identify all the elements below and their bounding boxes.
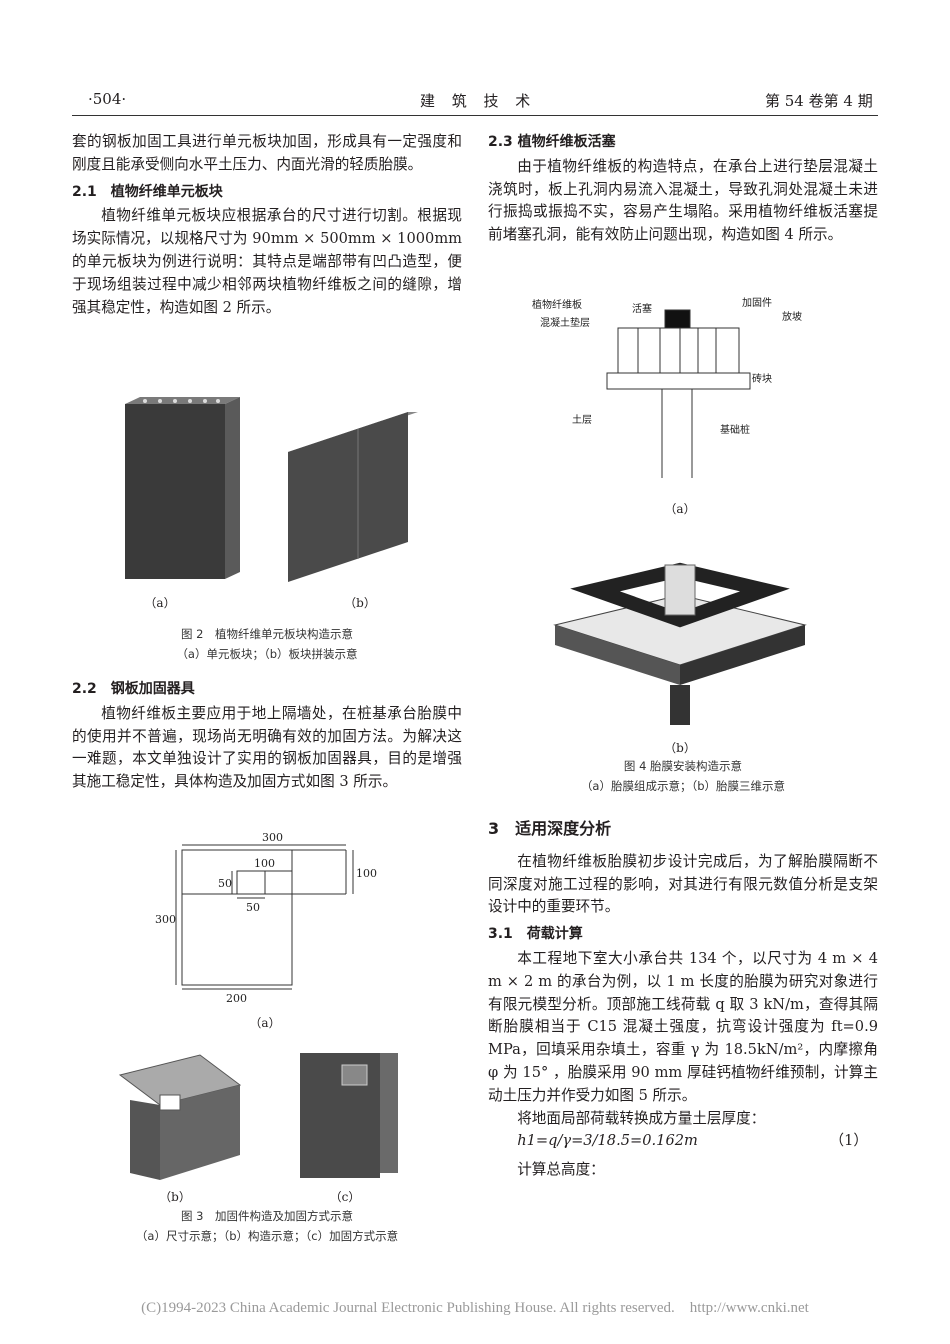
header-rule xyxy=(72,115,878,116)
section-2-2: 2.2 钢板加固器具 植物纤维板主要应用于地上隔墙处，在桩基承台胎膜中的使用并不… xyxy=(72,674,462,794)
section-2-2-text: 植物纤维板主要应用于地上隔墙处，在桩基承台胎膜中的使用并不普遍，现场尚无明确有效… xyxy=(72,704,462,791)
label-piston: 活塞 xyxy=(632,302,652,315)
section-3: 3 适用深度分析 在植物纤维板胎膜初步设计完成后，为了解胎膜隔断不同深度对施工过… xyxy=(488,818,878,1182)
left-column: 套的钢板加固工具进行单元板块加固，形成具有一定强度和刚度且能承受侧向水平土压力、… xyxy=(72,131,462,319)
equation-1: h1=q/γ=3/18.5=0.162m xyxy=(517,1132,698,1150)
figure-2-images xyxy=(125,397,418,582)
label-fixer: 加固件 xyxy=(742,297,772,309)
section-3-1-text-2: 将地面局部荷载转换成方量土层厚度： xyxy=(517,1109,766,1127)
dim-bottom: 200 xyxy=(226,992,247,1005)
fig2-subcaption: （a）单元板块；（b）板块拼装示意 xyxy=(176,647,358,661)
fig3-label-c: （c） xyxy=(329,1190,361,1204)
figure-3a-dimension-drawing: 300 300 200 100 100 50 50 xyxy=(155,831,377,1005)
dim-top: 300 xyxy=(262,831,283,844)
fig4-label-b: （b） xyxy=(664,741,696,755)
fig3-caption: 图 3 加固件构造及加固方式示意 xyxy=(181,1209,353,1223)
dim-inner-height: 50 xyxy=(218,877,232,890)
fixer-installation-image xyxy=(300,1053,398,1178)
section-2-3-heading: 2.3 植物纤维板活塞 xyxy=(488,134,616,150)
section-2-1-heading: 2.1 植物纤维单元板块 xyxy=(72,183,223,200)
figure-3bc-images xyxy=(118,1053,398,1180)
fig2-caption: 图 2 植物纤维单元板块构造示意 xyxy=(181,627,353,641)
section-2-3-text: 由于植物纤维板的构造特点，在承台上进行垫层混凝土浇筑时，板上孔洞内易流入混凝土，… xyxy=(488,157,878,244)
label-soil: 土层 xyxy=(572,413,592,426)
equation-number: （1） xyxy=(829,1132,868,1150)
section-2-2-heading: 2.2 钢板加固器具 xyxy=(72,681,195,697)
fig2-label-a: （a） xyxy=(144,596,176,610)
label-slope: 放坡 xyxy=(782,310,802,323)
label-board: 植物纤维板 xyxy=(532,298,582,311)
fixer-structure-image xyxy=(118,1054,242,1180)
section-3-1-text: 本工程地下室大小承台共 134 个，以尺寸为 4 m × 4 m × 2 m 的… xyxy=(488,949,878,1104)
section-2-1-text: 植物纤维单元板块应根据承台的尺寸进行切割。根据现场实际情况，以规格尺寸为 90m… xyxy=(72,207,462,316)
figure-4a-diagram: 植物纤维板 活塞 混凝土垫层 加固件 放坡 砖块 土层 基础桩 xyxy=(532,297,802,478)
fig4-label-a: （a） xyxy=(664,502,696,516)
copyright-footer: (C)1994-2023 China Academic Journal Elec… xyxy=(141,1300,809,1316)
assembled-panels-image xyxy=(288,412,418,582)
dim-left: 300 xyxy=(155,913,176,926)
section-2-3: 2.3 植物纤维板活塞 由于植物纤维板的构造特点，在承台上进行垫层混凝土浇筑时，… xyxy=(488,131,878,247)
intro-paragraph: 套的钢板加固工具进行单元板块加固，形成具有一定强度和刚度且能承受侧向水平土压力、… xyxy=(72,133,462,173)
section-3-text: 在植物纤维板胎膜初步设计完成后，为了解胎膜隔断不同深度对施工过程的影响，对其进行… xyxy=(488,852,878,916)
dim-right: 100 xyxy=(356,867,377,880)
unit-panel-image xyxy=(125,397,240,579)
fig3-label-a: （a） xyxy=(249,1016,281,1030)
fig4-caption: 图 4 胎膜安装构造示意 xyxy=(623,759,743,773)
label-pile: 基础桩 xyxy=(720,423,750,436)
section-3-1-text-3: 计算总高度： xyxy=(517,1161,605,1179)
issue-info: 第 54 卷第 4 期 xyxy=(765,92,873,110)
fig3-subcaption: （a）尺寸示意；（b）构造示意；（c）加固方式示意 xyxy=(135,1229,399,1243)
section-3-1-heading: 3.1 荷载计算 xyxy=(488,926,583,943)
fig4-subcaption: （a）胎膜组成示意；（b）胎膜三维示意 xyxy=(580,779,786,793)
label-cushion: 混凝土垫层 xyxy=(540,316,590,329)
journal-name: 建 筑 技 术 xyxy=(420,92,537,110)
dim-inner-width: 100 xyxy=(254,857,275,870)
page-number: ·504· xyxy=(88,90,127,108)
figure-4b-3d-image xyxy=(553,562,807,725)
dim-inner-bottom: 50 xyxy=(246,901,260,914)
fig3-label-b: （b） xyxy=(159,1190,191,1204)
fig2-label-b: （b） xyxy=(344,596,376,610)
label-brick: 砖块 xyxy=(752,372,772,385)
section-3-heading: 3 适用深度分析 xyxy=(488,819,612,838)
